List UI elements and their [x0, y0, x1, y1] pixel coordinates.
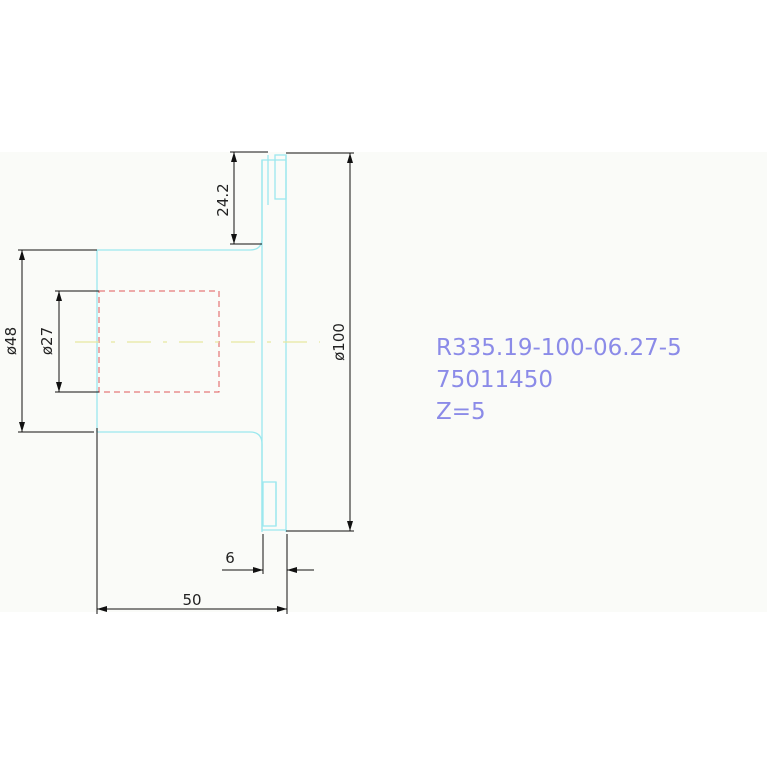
arrow-100-top	[347, 153, 353, 163]
dimension-lines	[18, 151, 354, 614]
note-teeth: Z=5	[436, 399, 486, 425]
arrow-6-right	[287, 567, 297, 573]
dim-text-dia-27: ø27	[38, 327, 56, 355]
arrow-6-left	[253, 567, 263, 573]
arrow-100-bottom	[347, 521, 353, 531]
dim-text-24-2: 24.2	[214, 183, 232, 216]
note-part-code: R335.19-100-06.27-5	[436, 335, 682, 361]
note-article-number: 75011450	[436, 367, 553, 393]
arrow-27-top	[56, 291, 62, 301]
arrow-50-right	[277, 606, 287, 612]
drawing-sheet	[0, 152, 767, 612]
upper-slot	[274, 154, 287, 200]
arrow-24-bottom	[231, 234, 237, 244]
arrow-48-top	[19, 250, 25, 260]
dim-text-dia-48: ø48	[2, 327, 20, 355]
dim-text-6: 6	[225, 549, 235, 567]
dim-text-50: 50	[182, 591, 201, 609]
arrowheads	[19, 152, 353, 612]
arrow-48-bottom	[19, 422, 25, 432]
arrow-24-top	[231, 152, 237, 162]
dim-text-dia-100: ø100	[330, 323, 348, 361]
part-outline	[96, 154, 287, 532]
arrow-50-left	[97, 606, 107, 612]
arrow-27-bottom	[56, 382, 62, 392]
